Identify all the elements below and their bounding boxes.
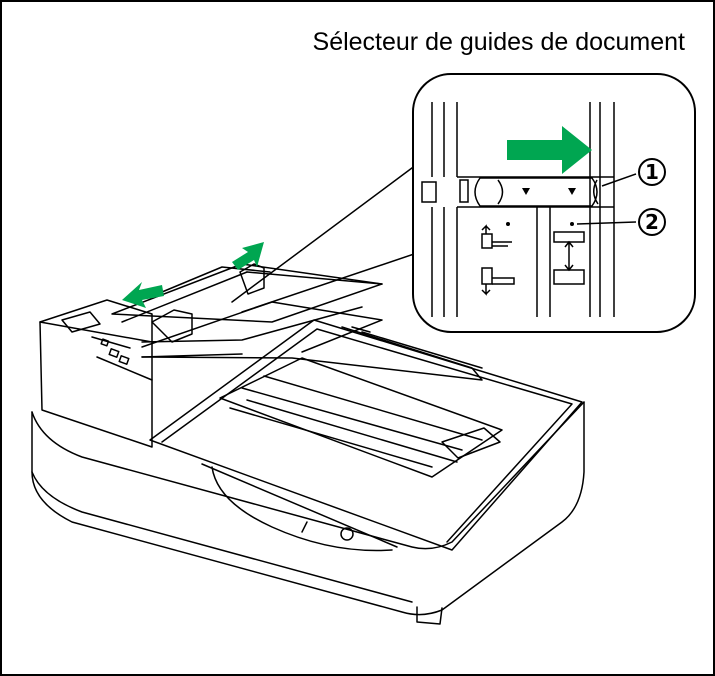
svg-text:2: 2 xyxy=(645,210,659,234)
adf-tower xyxy=(39,321,153,448)
zoom-line-bottom xyxy=(241,251,421,313)
green-arrow-icon xyxy=(507,126,592,174)
callout-number-2: 2 xyxy=(638,208,666,236)
callout-zoom-box: 1 2 xyxy=(412,73,696,333)
paper-guide-left xyxy=(151,309,193,343)
diagram-title: Sélecteur de guides de document xyxy=(312,28,685,56)
guide-position-icon xyxy=(553,231,585,285)
guide-position-icon xyxy=(481,267,515,296)
scanner-base xyxy=(31,401,585,616)
guide-position-icon xyxy=(481,224,512,249)
green-arrow-icon xyxy=(232,242,264,270)
callout-number-1: 1 xyxy=(638,158,666,186)
green-arrow-icon xyxy=(122,282,164,308)
zoom-line-top xyxy=(231,161,421,303)
flatbed-glass xyxy=(219,357,503,478)
svg-text:1: 1 xyxy=(645,160,659,184)
flatbed-lid xyxy=(149,319,583,551)
